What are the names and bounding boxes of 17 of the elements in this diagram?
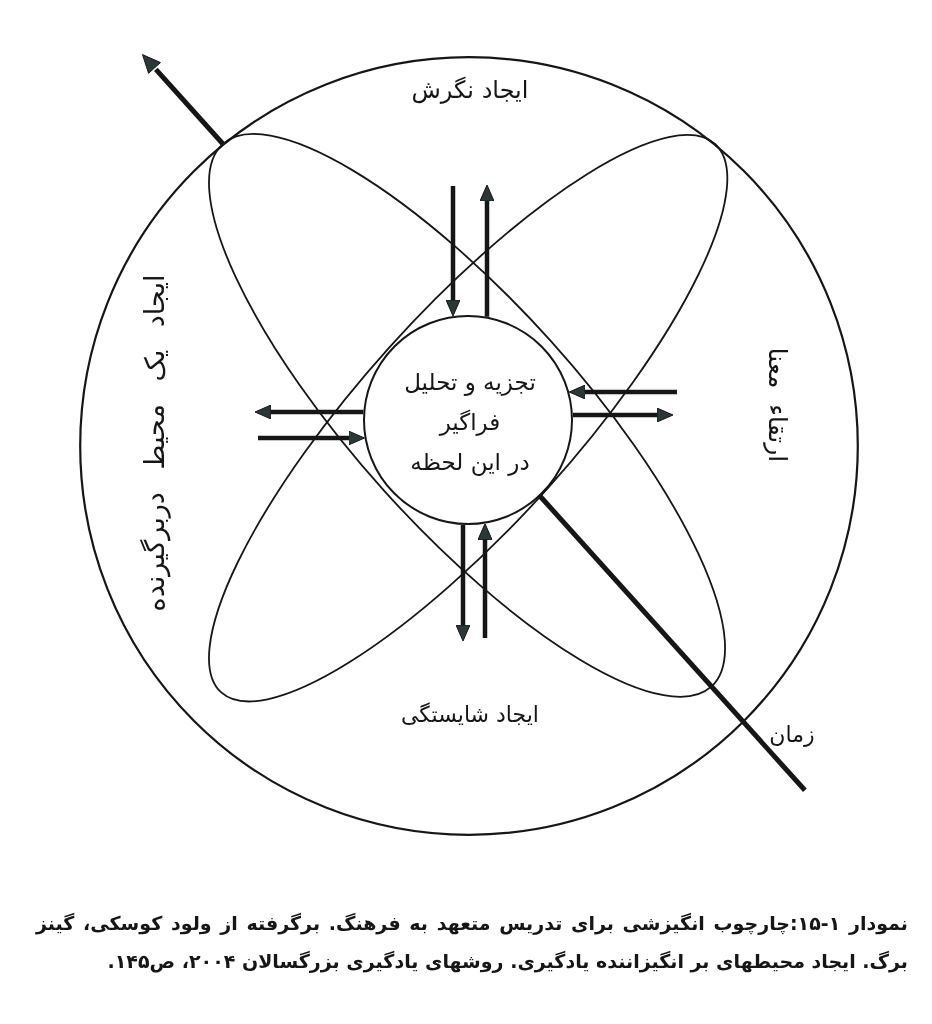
arrow <box>479 184 495 317</box>
region-label: ایجاد شایستگی <box>401 701 539 729</box>
circle-label: تجزیه و تحلیل فراگیر در این لحظه <box>403 367 537 478</box>
outer-circle <box>79 56 859 836</box>
arrow <box>254 404 364 420</box>
axis-label: زمان <box>769 721 815 749</box>
arrow <box>455 524 471 642</box>
arrow <box>477 523 493 638</box>
center-circle <box>362 314 573 525</box>
arrow <box>445 186 461 317</box>
arrow <box>258 430 365 446</box>
region-label: ایجاد یک محیط دربرگیرنده <box>138 274 172 612</box>
region-label: ارتقاء معنا <box>761 347 793 463</box>
arrow <box>572 407 674 423</box>
region-label: ایجاد نگرش <box>411 75 529 105</box>
figure-caption: نمودار ۱-۱۵:چارچوب انگیزشی برای تدریس متعهد به فرهنگ. برگرفته از ولود کوسکی، گینز برگ. ایجاد محیطهای بر انگیزاننده یادگیری. روشهای یادگیری بزرگسالان ۲۰۰۴، ص۱۴۵. <box>36 911 908 975</box>
arrow <box>568 384 677 400</box>
